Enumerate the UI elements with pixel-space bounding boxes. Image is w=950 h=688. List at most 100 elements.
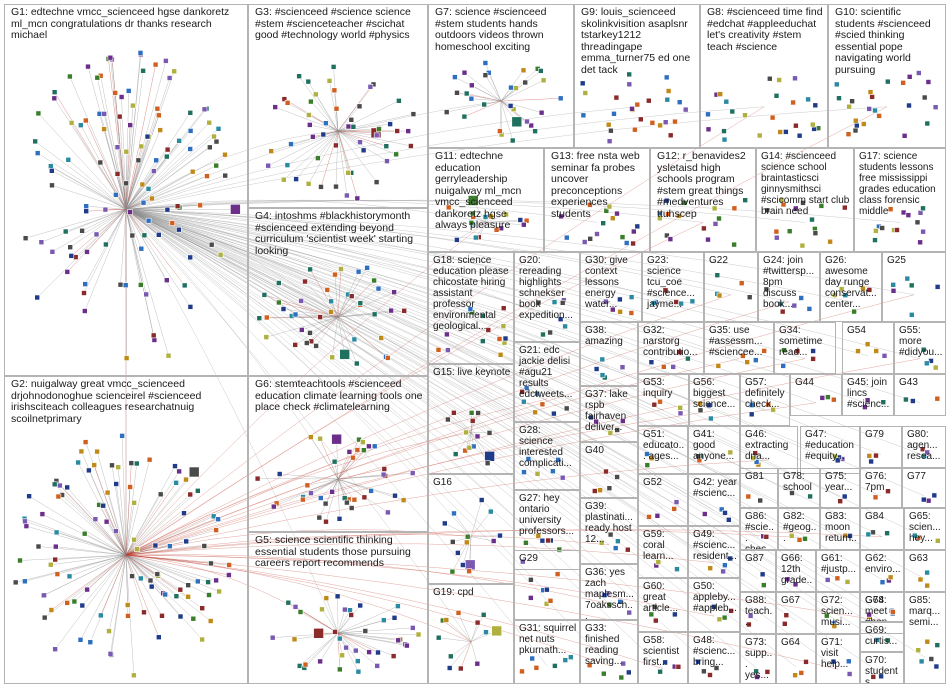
group-g85: G85: marq... semi...	[904, 592, 946, 684]
group-label: G37: lake rspb fairhaven deliver...	[585, 389, 635, 433]
group-label: G1: edtechne vmcc_scienceed hgse dankore…	[11, 7, 245, 42]
group-g29: G29	[514, 550, 580, 620]
group-g46: G46: extracting dna...	[740, 426, 798, 474]
group-g82: G82: #geog...	[778, 508, 820, 550]
group-g81: G81	[740, 468, 778, 508]
group-label: G20: rereading highlights schnekser book…	[519, 255, 577, 321]
group-label: G81	[745, 471, 775, 482]
group-label: G31: squirrel net nuts pkurnath...	[519, 623, 577, 656]
group-g50: G50: appleby... #appleb...	[688, 578, 740, 632]
group-g31: G31: squirrel net nuts pkurnath...	[514, 620, 580, 684]
group-g24: G24: join #twittersp... 8pm discuss book…	[758, 252, 820, 322]
group-g9: G9: louis_scienceed skolinkvisition asap…	[574, 4, 700, 148]
group-label: G30: give context lessons energy water..…	[585, 255, 639, 310]
group-label: G13: free nsta web seminar fa probes unc…	[551, 151, 647, 220]
group-g35: G35: use #assessm... #sciencee...	[704, 322, 774, 374]
group-label: G26: awesome day runge conservat... cent…	[825, 255, 879, 310]
group-label: G3: #scienceed #science science #stem #s…	[255, 7, 425, 42]
group-label: G79	[865, 429, 899, 440]
group-g74: G74: meet #ban...	[860, 592, 904, 622]
group-label: G4: intoshms #blackhistorymonth #science…	[255, 211, 425, 257]
group-label: G52	[643, 477, 685, 488]
group-g13: G13: free nsta web seminar fa probes unc…	[544, 148, 650, 252]
group-label: G21: edc jackie delisi #agu21 results ed…	[519, 345, 577, 400]
group-g17: G17: science students lessons free missi…	[854, 148, 946, 252]
group-label: G11: edtechne education gerryleadership …	[435, 151, 541, 232]
group-g6: G6: stemteachtools #scienceed education …	[248, 376, 428, 532]
group-g18: G18: science education please chicostate…	[428, 252, 514, 364]
group-g23: G23: science tcu_coe #science... jayme..…	[642, 252, 704, 322]
group-label: G9: louis_scienceed skolinkvisition asap…	[581, 7, 697, 76]
group-g41: G41: good anyone...	[688, 426, 740, 474]
group-label: G34: sometime read...	[779, 325, 833, 358]
group-g63: G63	[904, 550, 946, 592]
group-label: G51: educato... ages...	[643, 429, 685, 462]
group-label: G12: r_benavides2 ysletaisd high schools…	[657, 151, 753, 220]
group-label: G7: science #scienceed #stem students ha…	[435, 7, 571, 53]
group-label: G80: agen... resea...	[907, 429, 943, 462]
group-g66: G66: 12th grade...	[776, 550, 816, 592]
group-label: G84	[865, 511, 901, 522]
group-g10: G10: scientific students #scienceed #sci…	[828, 4, 946, 148]
group-label: G50: appleby... #appleb...	[693, 581, 737, 614]
group-label: G72: scien... musi...	[821, 595, 857, 628]
group-label: G42: year #scienc...	[693, 477, 737, 499]
group-g5: G5: science scientific thinking essentia…	[248, 532, 428, 684]
group-g28: G28: science interested complicati...	[514, 422, 580, 490]
group-label: G43	[899, 377, 943, 388]
group-label: G15: live keynote	[433, 367, 511, 378]
group-g75: G75: year...	[820, 468, 860, 508]
group-label: G55: more #didyou...	[899, 325, 943, 358]
group-g54: G54	[842, 322, 894, 374]
group-g32: G32: narstorg contributio...	[638, 322, 704, 374]
group-label: G74: meet #ban...	[865, 595, 901, 622]
group-g37: G37: lake rspb fairhaven deliver...	[580, 386, 638, 442]
group-label: G82: #geog...	[783, 511, 817, 544]
group-g44: G44	[790, 374, 842, 416]
group-g2: G2: nuigalway great vmcc_scienceed drjoh…	[4, 376, 248, 684]
group-g71: G71: visit help...	[816, 634, 860, 684]
group-label: G76: 7pm	[865, 471, 899, 493]
group-label: G71: visit help...	[821, 637, 857, 670]
group-g3: G3: #scienceed #science science #stem #s…	[248, 4, 428, 208]
group-label: G14: #scienceed science school braintast…	[761, 151, 851, 217]
group-g40: G40	[580, 442, 638, 498]
group-g69: G69: curtis...	[860, 622, 904, 652]
group-g49: G49: #scienc... resident...	[688, 526, 740, 578]
group-g65: G65: scien... hey...	[904, 508, 946, 550]
group-g30: G30: give context lessons energy water..…	[580, 252, 642, 322]
group-label: G73: supp... yes...	[745, 637, 773, 681]
group-label: G28: science interested complicati...	[519, 425, 577, 469]
group-label: G45: join lincs #scienc...	[847, 377, 891, 410]
group-label: G60: great article...	[643, 581, 685, 614]
group-label: G40	[585, 445, 635, 456]
group-g59: G59: coral learn...	[638, 526, 688, 578]
group-label: G27: hey ontario university professors..…	[519, 493, 577, 537]
group-g36: G36: yes zach maplesm... 7oakssch...	[580, 564, 638, 620]
group-g8: G8: #scienceed time find #edchat #applee…	[700, 4, 828, 148]
group-g16: G16	[428, 474, 514, 584]
group-label: G65: scien... hey...	[909, 511, 943, 544]
group-label: G39: plastinati... ready host 12...	[585, 501, 635, 545]
group-label: G49: #scienc... resident...	[693, 529, 737, 562]
group-label: G54	[847, 325, 891, 336]
group-g58: G58: scientist first...	[638, 632, 688, 684]
group-label: G59: coral learn...	[643, 529, 685, 562]
group-label: G61: #justp...	[821, 553, 857, 575]
group-label: G18: science education please chicostate…	[433, 255, 511, 332]
group-label: G36: yes zach maplesm... 7oakssch...	[585, 567, 635, 620]
group-g86: G86: #scie... chec...	[740, 508, 778, 550]
group-g7: G7: science #scienceed #stem students ha…	[428, 4, 574, 148]
group-label: G8: #scienceed time find #edchat #applee…	[707, 7, 825, 53]
group-g1: G1: edtechne vmcc_scienceed hgse dankore…	[4, 4, 248, 376]
group-g84: G84	[860, 508, 904, 550]
group-g76: G76: 7pm	[860, 468, 902, 508]
group-label: G88: teach...	[745, 595, 773, 628]
group-label: G77	[907, 471, 943, 482]
group-g55: G55: more #didyou...	[894, 322, 946, 374]
group-g79: G79	[860, 426, 902, 468]
group-g21: G21: edc jackie delisi #agu21 results ed…	[514, 342, 580, 422]
group-g56: G56: biggest science...	[688, 374, 740, 426]
group-g11: G11: edtechne education gerryleadership …	[428, 148, 544, 252]
group-label: G16	[433, 477, 511, 488]
